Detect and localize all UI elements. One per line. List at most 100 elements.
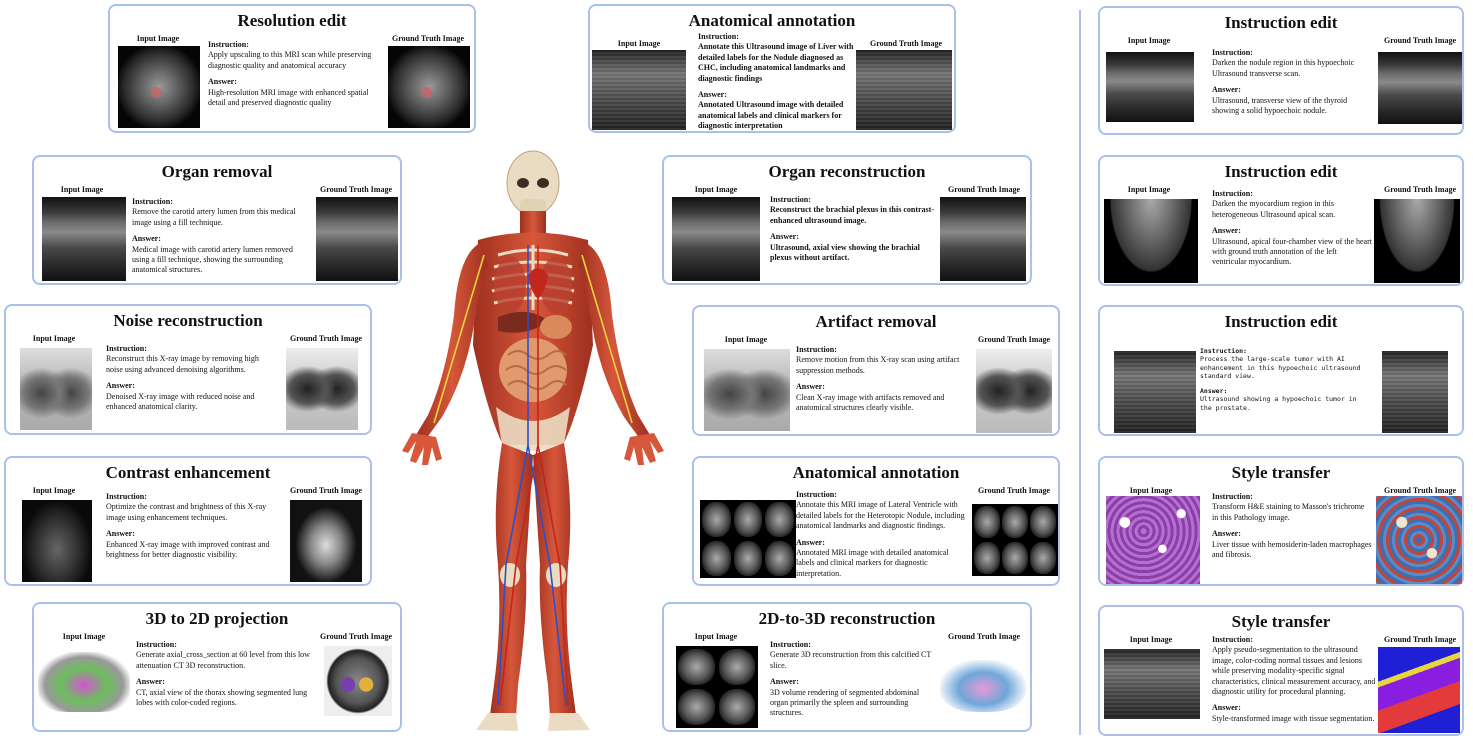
stomach (540, 315, 572, 339)
instruction-heading: Instruction: (106, 344, 147, 353)
answer-text: Annotated Ultrasound image with detailed… (698, 100, 844, 131)
ground-truth-image (1378, 647, 1460, 733)
input-image-label: Input Image (32, 486, 76, 495)
input-image (1104, 199, 1198, 283)
instruction-heading: Instruction: (1212, 635, 1253, 644)
input-image (118, 46, 200, 128)
card-text: Instruction: Reconstruct the brachial pl… (770, 195, 940, 269)
answer-heading: Answer: (1200, 386, 1228, 395)
card-text: Instruction: Darken the myocardium regio… (1212, 189, 1372, 274)
card-organ-removal: Organ removal Input Image Instruction: R… (32, 155, 402, 285)
card-title: Style transfer (1231, 612, 1331, 631)
ground-truth-image (940, 197, 1026, 281)
ground-truth-label: Ground Truth Image (289, 334, 362, 343)
instruction-text: Darken the nodule region in this hypoech… (1212, 58, 1355, 78)
eye-socket-right (537, 178, 549, 188)
ground-truth-image (316, 197, 398, 281)
card-text: Instruction: Apply upscaling to this MRI… (208, 40, 388, 114)
neck (520, 211, 546, 235)
foot-right (548, 713, 590, 731)
answer-text: 3D volume rendering of segmented abdomin… (770, 687, 920, 718)
answer-text: Ultrasound, transverse view of the thyro… (1212, 95, 1348, 115)
card-text: Instruction: Annotate this Ultrasound im… (698, 32, 854, 138)
card-text: Instruction: Process the large-scale tum… (1200, 347, 1370, 418)
card-instruction-edit-heart: Instruction edit Input Image Instruction… (1098, 155, 1464, 286)
card-contrast-enhancement: Contrast enhancement Input Image Instruc… (4, 456, 372, 586)
card-anatomical-annotation-ultrasound: Anatomical annotation Input Image Instru… (588, 4, 956, 133)
answer-text: Style-transformed image with tissue segm… (1212, 713, 1375, 723)
instruction-heading: Instruction: (796, 345, 837, 354)
ground-truth-image (940, 660, 1026, 712)
answer-heading: Answer: (208, 77, 237, 87)
instruction-text: Generate axial_cross_section at 60 level… (136, 650, 310, 670)
card-title: Noise reconstruction (113, 311, 263, 330)
card-title: 2D-to-3D reconstruction (758, 609, 936, 628)
answer-heading: Answer: (796, 537, 825, 547)
instruction-text: Reconstruct the brachial plexus in this … (770, 205, 934, 225)
instruction-heading: Instruction: (1200, 347, 1247, 355)
ground-truth-label: Ground Truth Image (319, 185, 392, 194)
card-text: Instruction: Reconstruct this X-ray imag… (106, 344, 276, 418)
ground-truth-image (388, 46, 470, 128)
answer-heading: Answer: (1212, 85, 1241, 95)
card-title: Contrast enhancement (105, 463, 271, 482)
card-text: Instruction: Remove motion from this X-r… (796, 345, 964, 419)
knee-right (546, 563, 566, 587)
card-title: Organ removal (161, 162, 273, 181)
input-image-label: Input Image (1129, 635, 1173, 644)
answer-heading: Answer: (1212, 529, 1241, 539)
hand-right (624, 433, 664, 465)
hand-left (402, 433, 442, 465)
card-resolution-edit: Resolution edit Input Image Instruction:… (108, 4, 476, 133)
instruction-text: Remove motion from this X-ray scan using… (796, 355, 960, 375)
card-title: Style transfer (1231, 463, 1331, 482)
intestines (499, 338, 567, 402)
artery (499, 245, 569, 706)
card-text: Instruction: Remove the carotid artery l… (132, 197, 312, 282)
instruction-heading: Instruction: (1212, 492, 1253, 501)
instruction-heading: Instruction: (132, 197, 173, 206)
answer-heading: Answer: (770, 232, 799, 242)
ground-truth-label: Ground Truth Image (1383, 635, 1456, 644)
input-image-label: Input Image (724, 335, 768, 344)
ground-truth-image (856, 50, 952, 130)
answer-heading: Answer: (698, 89, 727, 99)
card-text: Instruction: Annotate this MRI image of … (796, 490, 968, 585)
instruction-heading: Instruction: (770, 195, 811, 204)
ground-truth-image (1382, 351, 1448, 433)
input-image (38, 652, 130, 712)
card-text: Instruction: Generate axial_cross_sectio… (136, 640, 314, 714)
ground-truth-label: Ground Truth Image (869, 39, 942, 48)
answer-heading: Answer: (136, 677, 165, 687)
input-image (1114, 351, 1196, 433)
input-image-label: Input Image (617, 39, 661, 48)
answer-text: Ultrasound, axial view showing the brach… (770, 242, 920, 262)
ground-truth-label: Ground Truth Image (319, 632, 392, 641)
answer-heading: Answer: (796, 382, 825, 392)
card-artifact-removal: Artifact removal Input Image Instruction… (692, 305, 1060, 436)
input-image (592, 50, 686, 130)
input-image-label: Input Image (32, 334, 76, 343)
instruction-heading: Instruction: (1212, 189, 1253, 198)
input-image (42, 197, 126, 281)
input-image-label: Input Image (1127, 36, 1171, 45)
input-image (22, 500, 92, 582)
vein (497, 245, 567, 706)
knee-left (500, 563, 520, 587)
answer-text: High-resolution MRI image with enhanced … (208, 87, 369, 107)
liver (498, 311, 548, 333)
card-title: 3D to 2D projection (145, 609, 289, 628)
answer-heading: Answer: (1212, 226, 1241, 236)
ground-truth-label: Ground Truth Image (289, 486, 362, 495)
answer-text: Liver tissue with hemosiderin-laden macr… (1212, 539, 1372, 559)
ground-truth-label: Ground Truth Image (947, 185, 1020, 194)
ground-truth-image (976, 349, 1052, 433)
instruction-heading: Instruction: (208, 40, 249, 49)
input-image-label: Input Image (694, 632, 738, 641)
input-image (1106, 496, 1200, 584)
card-title: Resolution edit (237, 11, 347, 30)
instruction-text: Apply pseudo-segmentation to the ultraso… (1212, 645, 1376, 696)
input-image (704, 349, 790, 431)
pelvis (496, 407, 570, 451)
ground-truth-label: Ground Truth Image (391, 34, 464, 43)
